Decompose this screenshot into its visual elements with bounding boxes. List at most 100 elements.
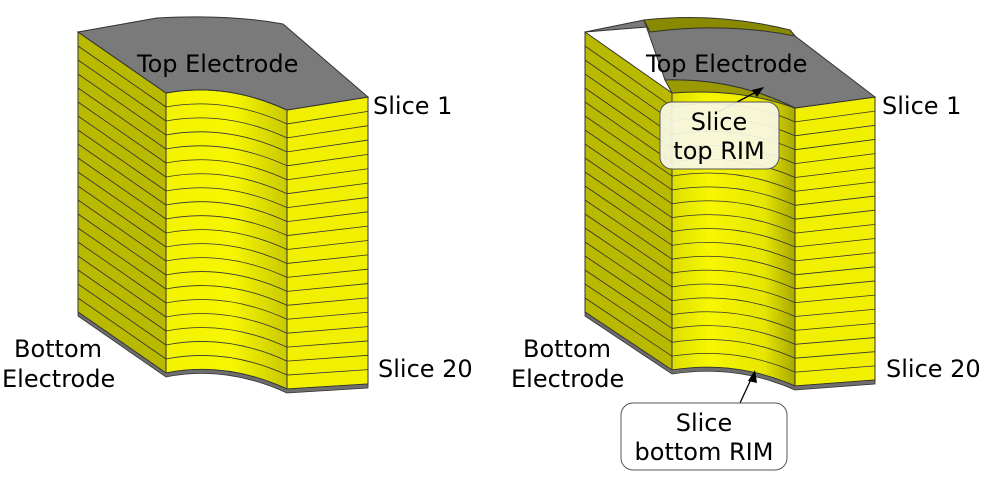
slice-line — [671, 269, 796, 290]
callout-bottom-line2: bottom RIM — [635, 438, 774, 466]
slice-line — [584, 129, 673, 191]
slice-line — [794, 280, 876, 290]
slice-line — [165, 257, 288, 278]
slice-line — [584, 115, 673, 177]
slice-line — [794, 238, 876, 248]
slice-line — [286, 297, 369, 306]
slice-line — [671, 297, 796, 317]
slice-line — [584, 297, 673, 357]
right-stack-right-face — [794, 96, 876, 387]
slice-line — [77, 255, 167, 318]
slice-line — [671, 228, 796, 248]
slice-line — [794, 181, 876, 192]
slice-line — [286, 182, 369, 195]
slice-line — [165, 159, 288, 181]
slice-line — [794, 139, 876, 151]
slice-line — [77, 157, 167, 220]
slice-line — [77, 185, 167, 248]
slice-line — [77, 269, 167, 332]
left-bottom-label-line2: Electrode — [2, 365, 115, 393]
slice-line — [671, 311, 796, 331]
slice-line — [77, 171, 167, 234]
slice-line — [584, 59, 673, 122]
slice-line — [794, 195, 876, 206]
slice-line — [77, 213, 167, 276]
left-slice-1-label: Slice 1 — [373, 92, 452, 120]
slice-line — [77, 199, 167, 262]
slice-line — [286, 254, 369, 264]
slice-line — [286, 283, 369, 292]
slice-line — [671, 214, 796, 234]
slice-line — [77, 59, 167, 122]
left-slice-20-label: Slice 20 — [378, 355, 473, 383]
slice-line — [286, 211, 369, 222]
left-top-electrode-face — [76, 16, 370, 111]
slice-line — [165, 285, 288, 306]
slice-line — [794, 110, 876, 123]
slice-line — [794, 351, 876, 359]
slice-line — [165, 243, 288, 264]
left-bottom-label-line1: Bottom — [14, 335, 102, 363]
slice-line — [794, 323, 876, 331]
slice-line — [584, 143, 673, 205]
slice-line — [165, 173, 288, 195]
slice-line — [165, 117, 288, 139]
slice-line — [286, 168, 369, 181]
slice-line — [77, 129, 167, 192]
slice-line — [286, 340, 369, 348]
right-bottom-label-line2: Electrode — [511, 365, 624, 393]
slice-line — [77, 115, 167, 178]
slice-line — [584, 185, 673, 246]
slice-line — [286, 268, 369, 278]
callout-top-line2: top RIM — [673, 137, 764, 165]
slice-line — [794, 167, 876, 178]
slice-line — [165, 103, 288, 125]
slice-line — [794, 308, 876, 317]
slice-line — [671, 283, 796, 303]
left-slice-lines — [77, 45, 369, 376]
slice-line — [77, 45, 167, 108]
right-bottom-label-line1: Bottom — [523, 335, 611, 363]
slice-line — [584, 199, 673, 260]
slice-line — [286, 225, 369, 236]
slice-line — [584, 213, 673, 274]
slice-line — [286, 197, 369, 209]
slice-line — [165, 271, 288, 292]
right-slice-lines — [584, 45, 876, 373]
slice-line — [286, 354, 369, 362]
slice-line — [286, 369, 369, 376]
slice-line — [584, 227, 673, 288]
slice-line — [584, 45, 673, 108]
slice-line — [165, 327, 288, 348]
slice-line — [794, 223, 876, 234]
slice-line — [77, 227, 167, 290]
slice-line — [584, 87, 673, 149]
slice-line — [671, 200, 796, 220]
slice-line — [671, 339, 796, 359]
slice-line — [286, 110, 369, 125]
slice-line — [165, 341, 288, 362]
slice-line — [794, 209, 876, 220]
left-top-electrode-label: Top Electrode — [136, 50, 298, 78]
slice-line — [165, 145, 288, 167]
slice-line — [77, 143, 167, 206]
slice-line — [165, 229, 288, 250]
slice-line — [584, 283, 673, 343]
slice-line — [286, 311, 369, 320]
slice-line — [671, 325, 796, 345]
slice-line — [77, 101, 167, 164]
slice-line — [77, 73, 167, 136]
slice-line — [794, 294, 876, 303]
slice-line — [286, 154, 369, 167]
slice-line — [584, 101, 673, 163]
slice-line — [165, 313, 288, 334]
slice-line — [794, 252, 876, 262]
slice-line — [584, 269, 673, 329]
callout-bottom-line1: Slice — [676, 409, 733, 437]
left-electrode-stack — [76, 16, 370, 394]
slice-line — [165, 215, 288, 236]
slice-line — [286, 125, 369, 139]
slice-line — [286, 240, 369, 250]
slice-line — [794, 266, 876, 276]
